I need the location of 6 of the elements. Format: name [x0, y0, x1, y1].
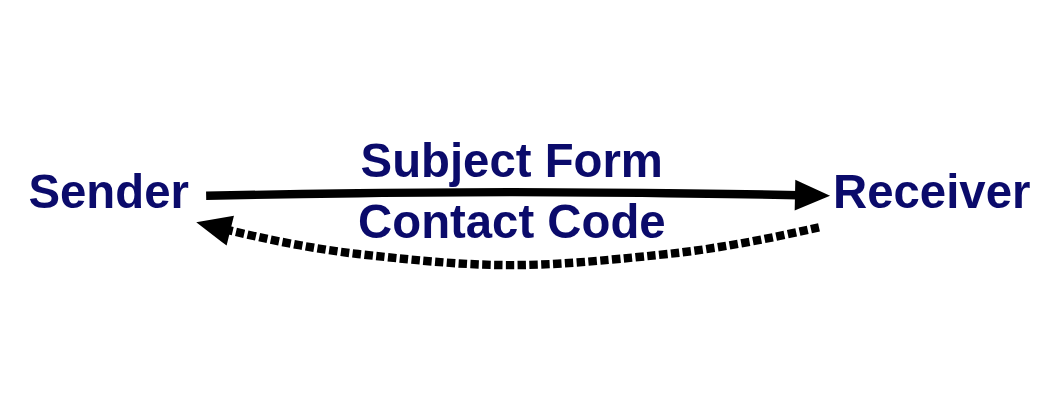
node-text: Receiver [833, 165, 1031, 219]
edge-label: Subject Form [360, 133, 663, 187]
arrow [196, 215, 820, 270]
edge-label: Contact Code [358, 194, 666, 248]
node-text: Sender [28, 165, 189, 219]
arrow [206, 179, 831, 211]
